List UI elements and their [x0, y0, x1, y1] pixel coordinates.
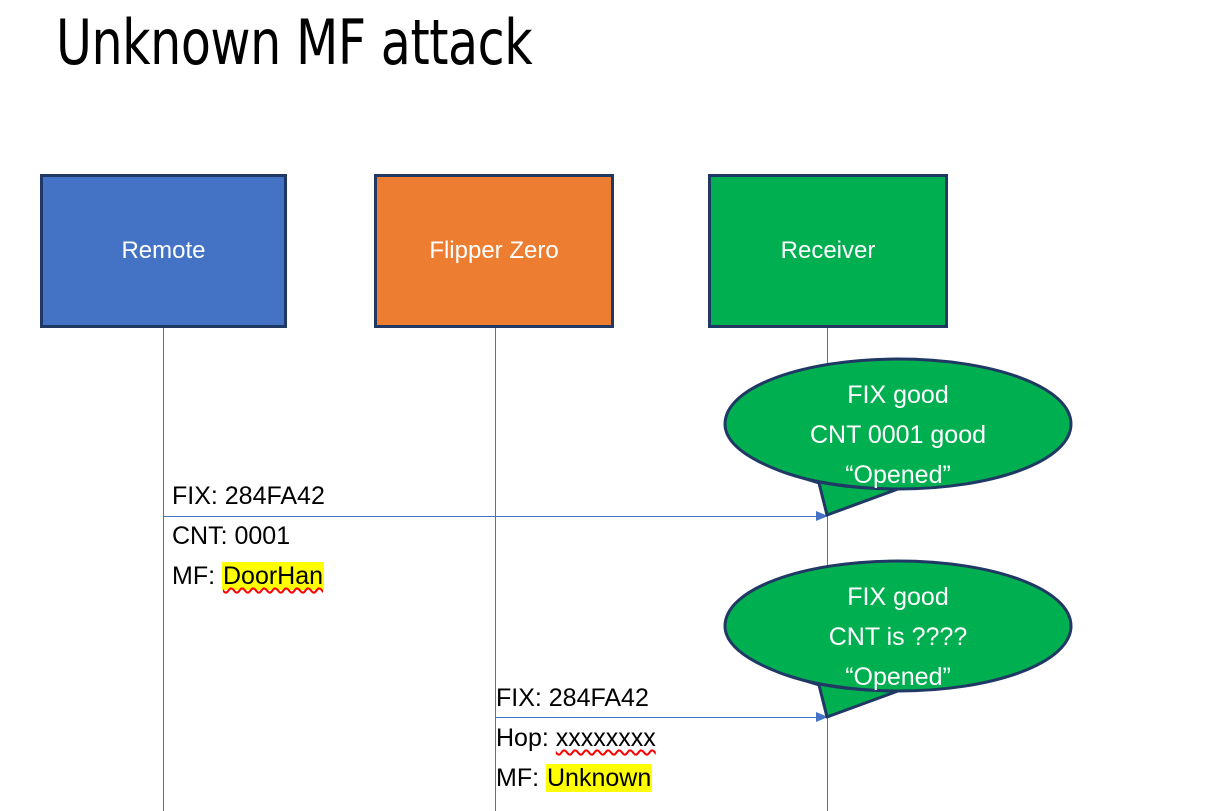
- message-2-line-2-label: Hop:: [496, 724, 556, 752]
- message-1-line-3-value: DoorHan: [222, 562, 325, 590]
- message-1-line-3-label: MF:: [172, 562, 222, 590]
- message-2-line-2: Hop: xxxxxxxx: [496, 718, 656, 758]
- lifeline-remote: [163, 328, 164, 811]
- message-2-line-2-value: xxxxxxxx: [555, 724, 656, 752]
- actor-box-receiver[interactable]: Receiver: [708, 174, 948, 328]
- callout-shape-1: [723, 357, 1073, 517]
- actor-box-remote[interactable]: Remote: [40, 174, 287, 328]
- message-1-line-2: CNT: 0001: [172, 522, 291, 550]
- message-2-line-1: FIX: 284FA42: [496, 684, 649, 712]
- message-1-line-3: MF: DoorHan: [172, 556, 325, 596]
- actor-label-flipper: Flipper Zero: [429, 237, 559, 264]
- message-2-line-3-label: MF:: [496, 764, 546, 792]
- callout-bubble-receiver-1[interactable]: FIX good CNT 0001 good “Opened”: [723, 357, 1073, 527]
- message-arrow-flipper-to-receiver: [495, 712, 828, 722]
- message-2-body: Hop: xxxxxxxx MF: Unknown: [496, 718, 656, 798]
- message-2-line-3-value: Unknown: [546, 764, 653, 792]
- callout-bubble-receiver-2[interactable]: FIX good CNT is ???? “Opened”: [723, 559, 1073, 729]
- actor-label-receiver: Receiver: [780, 237, 876, 264]
- message-2-line-3: MF: Unknown: [496, 758, 656, 798]
- message-1-body: CNT: 0001 MF: DoorHan: [172, 516, 325, 596]
- lifeline-flipper: [495, 328, 496, 811]
- callout-shape-2: [723, 559, 1073, 719]
- actor-box-flipper[interactable]: Flipper Zero: [374, 174, 614, 328]
- message-arrow-remote-to-receiver: [163, 511, 828, 521]
- actor-label-remote: Remote: [121, 237, 206, 264]
- page-title: Unknown MF attack: [56, 6, 533, 79]
- message-1-line-1: FIX: 284FA42: [172, 482, 325, 510]
